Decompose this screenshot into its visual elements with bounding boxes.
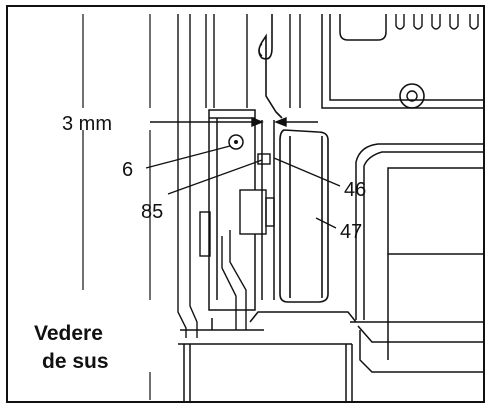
left-guide-lines — [82, 14, 151, 400]
part-85-block — [257, 153, 271, 165]
leader-lines — [145, 145, 341, 229]
hook-plate — [258, 14, 283, 119]
base-plate — [178, 311, 353, 402]
slider-body — [199, 189, 275, 330]
tooth-row — [395, 14, 479, 30]
screw-boss-inner — [406, 90, 418, 102]
view-caption-line2: de sus — [42, 350, 109, 373]
label-3mm: 3 mm — [62, 113, 112, 135]
screw-boss-outer — [399, 83, 425, 109]
dimension-3mm — [150, 116, 318, 128]
label-part-46: 46 — [344, 179, 366, 201]
chassis-rails — [177, 14, 248, 338]
upper-housing — [321, 14, 484, 109]
lower-housing — [300, 143, 485, 373]
shaft — [261, 120, 275, 300]
view-caption-line1: Vedere — [34, 322, 103, 345]
label-part-6: 6 — [122, 159, 133, 181]
label-part-47: 47 — [340, 221, 362, 243]
roller-part-47 — [279, 129, 329, 303]
label-part-85: 85 — [141, 201, 163, 223]
